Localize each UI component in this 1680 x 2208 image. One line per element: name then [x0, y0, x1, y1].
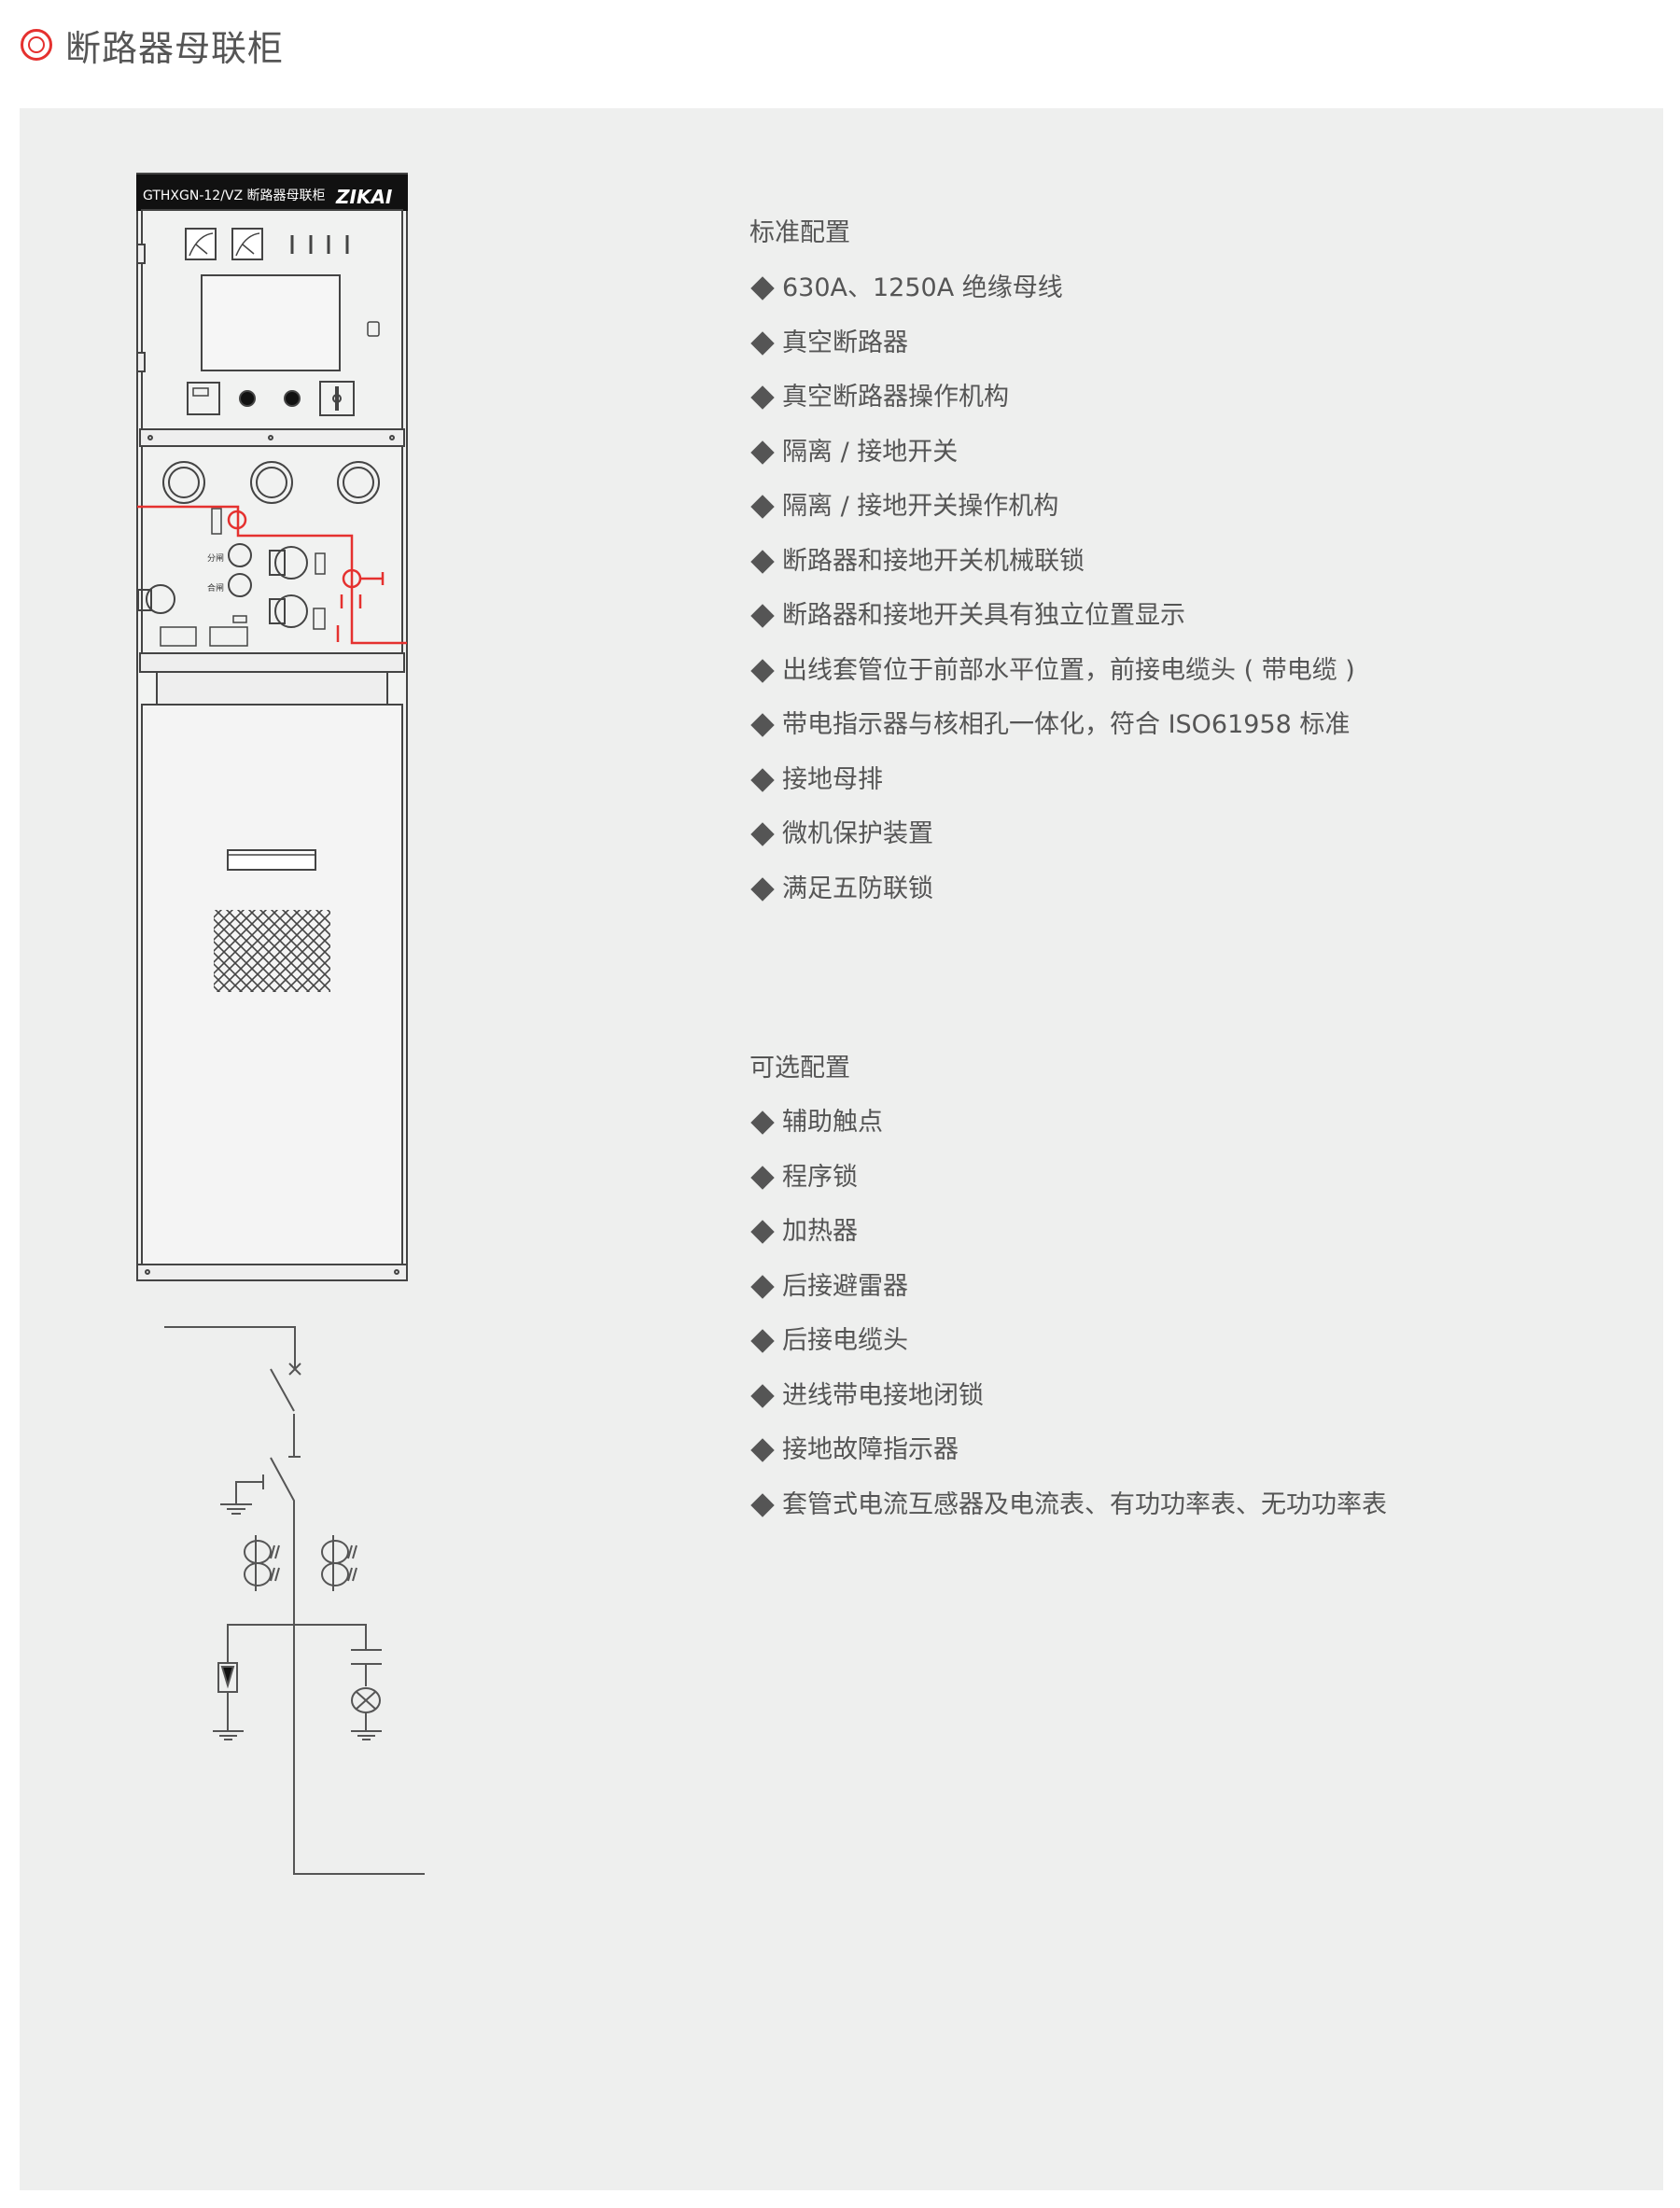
diamond-bullet-icon: [750, 549, 775, 574]
spec-item-label: 真空断路器: [782, 328, 908, 357]
spec-list-item: 微机保护装置: [749, 816, 933, 853]
diamond-bullet-icon: [750, 822, 775, 846]
page-header: 断路器母联柜: [21, 21, 284, 69]
spec-list-item: 套管式电流互感器及电流表、有功功率表、无功功率表: [749, 1487, 1387, 1524]
double-circle-icon: [21, 29, 52, 61]
close-switch-icon: [228, 573, 252, 597]
spec-item-label: 辅助触点: [782, 1108, 883, 1137]
spec-item-label: 断路器和接地开关机械联锁: [782, 546, 1085, 576]
spec-item-label: 接地故障指示器: [782, 1435, 959, 1464]
optional-config-heading: 可选配置: [749, 1054, 850, 1083]
diamond-bullet-icon: [750, 385, 775, 410]
spec-item-label: 满足五防联锁: [782, 873, 933, 903]
diamond-bullet-icon: [750, 1438, 775, 1462]
spec-list-item: 后接避雷器: [749, 1268, 908, 1306]
spec-list-item: 隔离 / 接地开关操作机构: [749, 488, 1058, 525]
cabinet-header-band: [136, 175, 408, 211]
meter-box: [187, 382, 220, 415]
knob-icon: [337, 461, 380, 504]
model-label: GTHXGN-12/VZ 断路器母联柜: [143, 189, 326, 203]
spec-list-item: 加热器: [749, 1213, 858, 1251]
current-transformer-icon: [321, 1535, 357, 1591]
spec-list-item: 辅助触点: [749, 1104, 883, 1141]
spec-list-item: 真空断路器操作机构: [749, 379, 1009, 416]
breaker-x-icon: [288, 1363, 301, 1376]
spec-item-label: 进线带电接地闭锁: [782, 1380, 984, 1410]
spec-list-item: 程序锁: [749, 1159, 858, 1196]
diamond-bullet-icon: [750, 604, 775, 628]
current-transformer-icon: [244, 1535, 280, 1591]
spec-item-label: 套管式电流互感器及电流表、有功功率表、无功功率表: [782, 1489, 1387, 1519]
spec-list-item: 接地母排: [749, 762, 883, 799]
spec-item-label: 微机保护装置: [782, 819, 933, 848]
spec-item-label: 隔离 / 接地开关: [782, 437, 959, 467]
button-icon: [239, 390, 256, 407]
spec-item-label: 真空断路器操作机构: [782, 383, 1009, 412]
mimic-diagram-line: [137, 505, 407, 645]
standard-config-heading: 标准配置: [749, 218, 850, 247]
knob-icon: [250, 461, 293, 504]
spec-item-label: 断路器和接地开关具有独立位置显示: [782, 601, 1185, 630]
lock-knob: [146, 584, 175, 614]
switchgear-cabinet: [136, 173, 408, 1281]
spec-item-label: 出线套管位于前部水平位置，前接电缆头 ( 带电缆 ): [782, 655, 1355, 685]
page-title: 断路器母联柜: [65, 27, 285, 69]
spec-list-item: 630A、1250A 绝缘母线: [749, 270, 1063, 307]
diamond-bullet-icon: [750, 276, 775, 300]
ammeter-icon: [231, 228, 263, 260]
spec-list-item: 隔离 / 接地开关: [749, 434, 958, 471]
capacitor-icon: [351, 1649, 382, 1686]
spec-list-item: 出线套管位于前部水平位置，前接电缆头 ( 带电缆 ): [749, 652, 1355, 690]
lock-icon: [367, 321, 380, 337]
diamond-bullet-icon: [750, 1383, 775, 1408]
button-icon: [284, 390, 301, 407]
spec-item-label: 后接电缆头: [782, 1326, 908, 1355]
spec-item-label: 630A、1250A 绝缘母线: [782, 273, 1063, 302]
diamond-bullet-icon: [750, 767, 775, 792]
diamond-bullet-icon: [750, 1111, 775, 1135]
indicator-lights-icon: [290, 235, 349, 254]
diamond-bullet-icon: [750, 330, 775, 356]
knob-icon: [162, 461, 205, 504]
spec-item-label: 程序锁: [782, 1162, 858, 1192]
open-switch-icon: [228, 543, 252, 567]
operating-knob: [274, 594, 308, 628]
spec-item-label: 加热器: [782, 1217, 858, 1246]
spec-item-label: 后接避雷器: [782, 1271, 908, 1301]
diamond-bullet-icon: [750, 495, 775, 519]
diamond-bullet-icon: [750, 658, 775, 683]
diamond-bullet-icon: [750, 876, 775, 901]
spec-item-label: 带电指示器与核相孔一体化，符合 ISO61958 标准: [782, 710, 1351, 739]
display-window: [201, 274, 341, 371]
diamond-bullet-icon: [750, 1492, 775, 1517]
spec-item-label: 隔离 / 接地开关操作机构: [782, 492, 1059, 521]
ventilation-mesh: [214, 910, 330, 992]
selector-switch: [319, 381, 355, 416]
diamond-bullet-icon: [750, 713, 775, 737]
diamond-bullet-icon: [750, 1274, 775, 1299]
spec-list-item: 真空断路器: [749, 325, 908, 362]
brand-logo: ZIKAI: [335, 186, 393, 208]
ammeter-icon: [185, 228, 217, 260]
diamond-bullet-icon: [750, 1220, 775, 1244]
cabinet-header-text: GTHXGN-12/VZ 断路器母联柜 ZIKAI 分闸 合闸: [143, 186, 393, 594]
spec-item-label: 接地母排: [782, 764, 883, 794]
diamond-bullet-icon: [750, 1329, 775, 1353]
spec-list-item: 接地故障指示器: [749, 1432, 959, 1469]
spec-list-item: 断路器和接地开关机械联锁: [749, 543, 1085, 580]
open-label: 分闸: [207, 553, 224, 564]
spec-list-item: 断路器和接地开关具有独立位置显示: [749, 597, 1185, 635]
close-label: 合闸: [207, 582, 224, 594]
diamond-bullet-icon: [750, 1165, 775, 1190]
earth-switch-icon: [220, 1474, 264, 1515]
spec-list-item: 后接电缆头: [749, 1322, 908, 1360]
door-handle: [227, 849, 316, 871]
single-line-diagram: [164, 1326, 425, 1875]
spec-list-item: 带电指示器与核相孔一体化，符合 ISO61958 标准: [749, 706, 1350, 744]
spec-list-item: 进线带电接地闭锁: [749, 1377, 984, 1415]
diamond-bullet-icon: [750, 440, 775, 465]
operating-knob: [274, 546, 308, 580]
spec-list-item: 满足五防联锁: [749, 871, 933, 908]
